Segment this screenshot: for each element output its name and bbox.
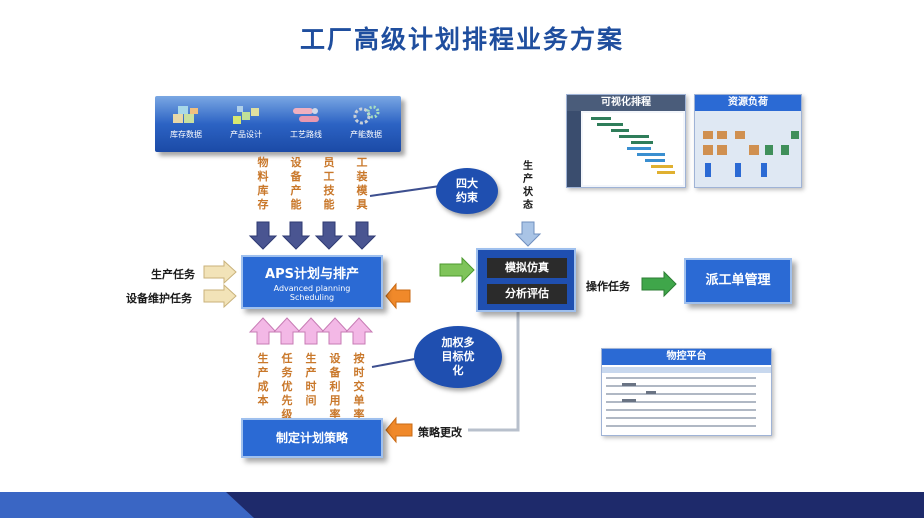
objective-up-arrow-2: [272, 317, 302, 345]
simulation-box: 模拟仿真 分析评估: [476, 248, 576, 312]
maintenance-input-label: 设备维护任务: [126, 292, 192, 305]
resource-thumbnail: [695, 111, 801, 187]
data-source-design: 产品设计: [219, 104, 273, 140]
objective-time: 生产时间: [305, 352, 317, 407]
task-input-arrow: [203, 259, 237, 285]
objective-up-arrow-1: [248, 317, 278, 345]
constraint-bubble-pointer: [369, 185, 441, 197]
constraint-down-arrow-1: [248, 221, 278, 250]
production-status-label: 生产状态: [523, 161, 533, 211]
constraint-down-arrow-2: [281, 221, 311, 250]
status-down-arrow: [514, 221, 542, 247]
objective-utilization: 设备利用率: [329, 352, 341, 421]
objective-up-arrow-5: [344, 317, 374, 345]
constraint-material: 物料库存: [257, 156, 269, 211]
constraint-tooling: 工装模具: [356, 156, 368, 211]
analysis-item: 分析评估: [487, 284, 567, 304]
blocks-icon: [233, 106, 259, 124]
orange-into-aps-arrow: [385, 282, 411, 310]
bottom-decor-bar: [0, 492, 924, 518]
pipes-icon: [293, 108, 319, 122]
control-thumbnail: [602, 365, 771, 435]
strategy-change-label: 策略更改: [418, 426, 462, 439]
objective-cost: 生产成本: [257, 352, 269, 407]
aps-subtitle-2: Scheduling: [289, 293, 335, 302]
objective-up-arrow-3: [296, 317, 326, 345]
control-screenshot: 物控平台: [601, 348, 772, 436]
constraint-bubble: 四大约束: [436, 168, 498, 214]
dispatch-box: 派工单管理: [684, 258, 792, 304]
maintenance-input-arrow: [203, 283, 237, 309]
data-source-routing: 工艺路线: [279, 104, 333, 140]
data-source-capacity: 产能数据: [339, 104, 393, 140]
aps-title: APS计划与排产: [265, 267, 359, 282]
objective-up-arrow-4: [320, 317, 350, 345]
gantt-thumbnail: [567, 111, 683, 187]
constraint-bubble-label: 四大约束: [456, 177, 478, 204]
objective-ontime: 按时交单率: [353, 352, 365, 421]
constraint-down-arrow-3: [314, 221, 344, 250]
gears-icon: [353, 105, 380, 125]
constraint-staff: 员工技能: [323, 156, 335, 211]
boxes-icon: [173, 106, 198, 123]
control-header: 物控平台: [602, 349, 771, 365]
objective-bubble-label: 加权多目标优化: [441, 336, 475, 377]
task-input-label: 生产任务: [151, 268, 195, 281]
orange-into-strategy-arrow: [385, 416, 413, 444]
gantt-header: 可视化排程: [567, 95, 685, 111]
strategy-box: 制定计划策略: [241, 418, 383, 458]
operation-task-label: 操作任务: [586, 280, 630, 293]
feedback-line: [468, 312, 520, 432]
constraint-equipment: 设备产能: [290, 156, 302, 211]
objective-priority: 任务优先级: [281, 352, 293, 421]
data-source-inventory: 库存数据: [159, 104, 213, 140]
gantt-screenshot: 可视化排程: [566, 94, 686, 188]
objective-bubble-pointer: [371, 357, 421, 368]
resource-header: 资源负荷: [695, 95, 801, 111]
sim-to-dispatch-arrow: [641, 270, 677, 298]
data-source-banner: 库存数据 产品设计 工艺路线 产能数据: [155, 96, 401, 152]
aps-subtitle-1: Advanced planning: [273, 284, 351, 293]
constraint-down-arrow-4: [347, 221, 377, 250]
resource-screenshot: 资源负荷: [694, 94, 802, 188]
objective-bubble: 加权多目标优化: [414, 326, 502, 388]
aps-to-sim-arrow: [439, 256, 475, 284]
page-title: 工厂高级计划排程业务方案: [299, 25, 624, 54]
simulation-item: 模拟仿真: [487, 258, 567, 278]
aps-box: APS计划与排产 Advanced planning Scheduling: [241, 255, 383, 309]
